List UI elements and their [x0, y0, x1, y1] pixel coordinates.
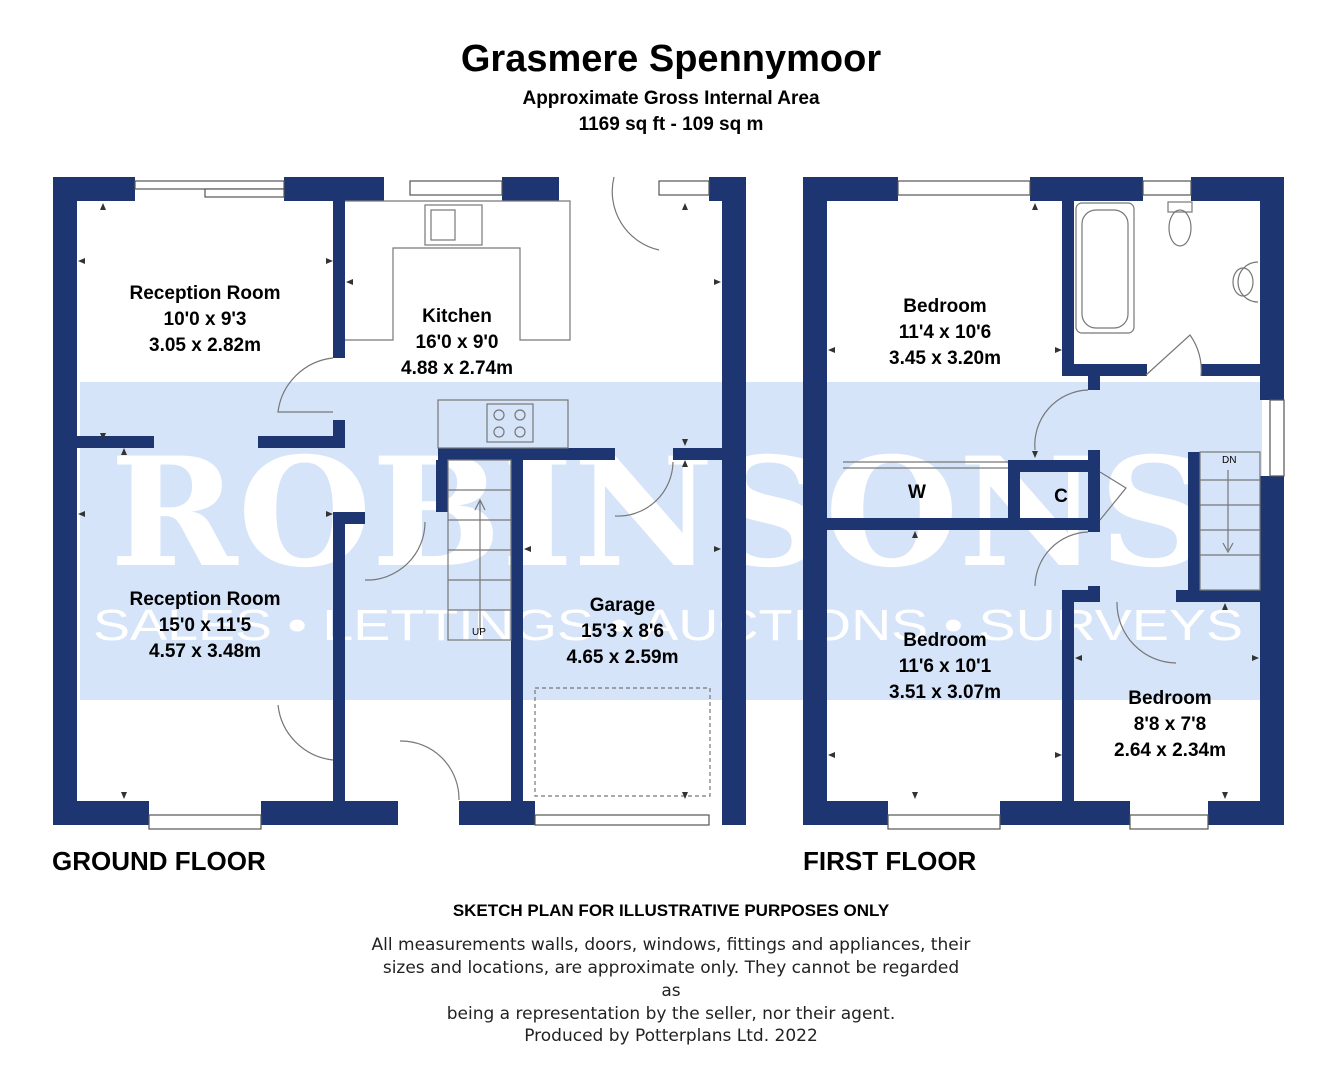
room-name: Reception Room: [129, 283, 281, 304]
room-metric: 4.57 x 3.48m: [149, 641, 261, 662]
room-bedroom-3: Bedroom 8'8 x 7'8 2.64 x 2.34m: [1080, 686, 1260, 764]
room-imperial: 16'0 x 9'0: [415, 332, 499, 353]
disclaimer-line: sizes and locations, are approximate onl…: [382, 958, 960, 1001]
disclaimer-line: All measurements walls, doors, windows, …: [371, 935, 971, 955]
stairs-up-label: UP: [472, 627, 486, 638]
room-metric: 3.51 x 3.07m: [889, 682, 1001, 703]
room-metric: 4.65 x 2.59m: [566, 647, 679, 668]
area-subtitle: Approximate Gross Internal Area: [522, 88, 820, 109]
disclaimer-line: being a representation by the seller, no…: [446, 1004, 896, 1024]
fixtures: [277, 176, 1261, 801]
ground-floor-label: GROUND FLOOR: [52, 846, 266, 876]
room-bedroom-1: Bedroom 11'4 x 10'6 3.45 x 3.20m: [850, 294, 1040, 372]
produced-by: Produced by Potterplans Ltd. 2022: [524, 1026, 818, 1046]
room-imperial: 11'4 x 10'6: [898, 322, 992, 343]
room-metric: 3.45 x 3.20m: [889, 348, 1001, 369]
room-kitchen: Kitchen 16'0 x 9'0 4.88 x 2.74m: [357, 304, 557, 382]
ground-floor-walls: [53, 177, 746, 825]
room-name: Bedroom: [903, 630, 987, 651]
room-garage: Garage 15'3 x 8'6 4.65 x 2.59m: [530, 593, 715, 671]
cupboard-label: C: [1054, 486, 1068, 507]
room-reception-1: Reception Room 10'0 x 9'3 3.05 x 2.82m: [100, 281, 310, 359]
room-name: Reception Room: [129, 589, 281, 610]
dimension-arrows: [78, 203, 1259, 799]
room-name: Bedroom: [1128, 688, 1212, 709]
area-value: 1169 sq ft - 109 sq m: [578, 114, 764, 135]
room-name: Garage: [589, 595, 656, 616]
room-imperial: 8'8 x 7'8: [1133, 714, 1207, 735]
room-bedroom-2: Bedroom 11'6 x 10'1 3.51 x 3.07m: [850, 628, 1040, 706]
room-metric: 3.05 x 2.82m: [149, 335, 261, 356]
plan-title: Grasmere Spennymoor: [460, 38, 882, 80]
disclaimer-heading: SKETCH PLAN FOR ILLUSTRATIVE PURPOSES ON…: [452, 901, 890, 920]
room-imperial: 10'0 x 9'3: [163, 309, 247, 330]
disclaimer-body: All measurements walls, doors, windows, …: [371, 934, 971, 1026]
watermark-brand: ROBINSONS: [110, 425, 1210, 601]
stairs-down-label: DN: [1222, 455, 1237, 466]
room-imperial: 11'6 x 10'1: [898, 656, 992, 677]
first-floor-label: FIRST FLOOR: [803, 846, 977, 876]
room-name: Bedroom: [903, 296, 987, 317]
first-floor-walls: [803, 177, 1284, 825]
wardrobe-label: W: [908, 482, 926, 503]
windows: [134, 180, 1285, 830]
room-imperial: 15'3 x 8'6: [581, 621, 664, 642]
room-metric: 2.64 x 2.34m: [1114, 740, 1226, 761]
watermark-tagline: SALES • LETTINGS • AUCTIONS • SURVEYS: [93, 601, 1243, 650]
room-reception-2: Reception Room 15'0 x 11'5 4.57 x 3.48m: [100, 587, 310, 665]
room-metric: 4.88 x 2.74m: [401, 358, 513, 379]
room-name: Kitchen: [422, 306, 492, 327]
room-imperial: 15'0 x 11'5: [158, 615, 252, 636]
